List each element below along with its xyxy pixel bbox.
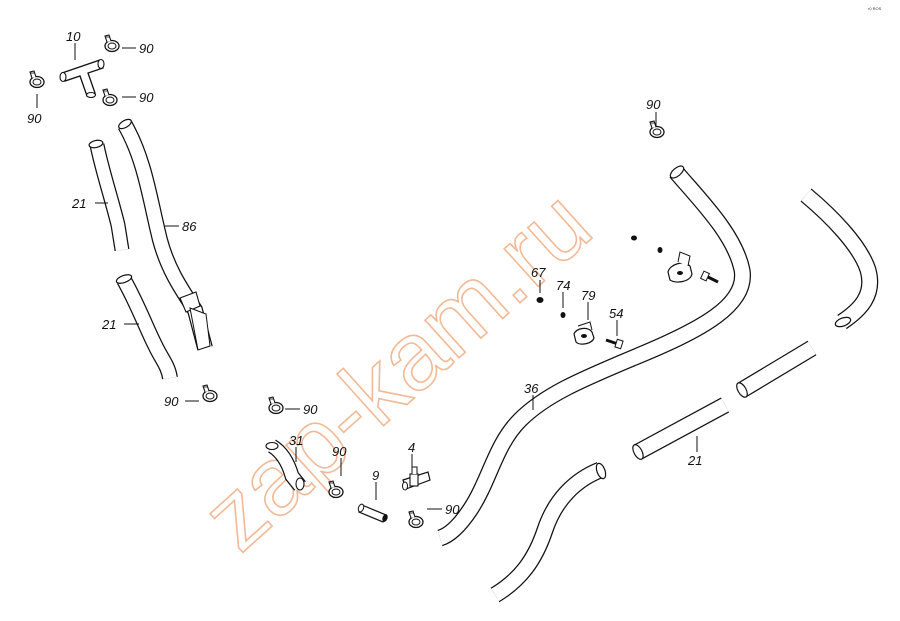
nut-67 bbox=[536, 297, 544, 303]
hose-36 bbox=[436, 165, 751, 547]
callout-90: 90 bbox=[139, 90, 154, 105]
callout-90: 90 bbox=[164, 394, 179, 409]
bracket-79 bbox=[573, 321, 595, 345]
bolt-upper bbox=[699, 270, 719, 284]
callout-54: 54 bbox=[609, 306, 623, 321]
washer-upper-b bbox=[657, 247, 663, 253]
callout-67: 67 bbox=[531, 265, 546, 280]
washer-74 bbox=[560, 312, 566, 318]
callout-90: 90 bbox=[303, 402, 318, 417]
hose-21-upper-left bbox=[88, 139, 130, 252]
hose-21-straight-b bbox=[736, 340, 817, 398]
callout-31: 31 bbox=[289, 433, 303, 448]
callout-90: 90 bbox=[646, 97, 661, 112]
callout-86: 86 bbox=[182, 219, 197, 234]
corner-mark: r0 ROS bbox=[868, 6, 882, 11]
callout-4: 4 bbox=[408, 440, 415, 455]
clamp-90-a bbox=[29, 70, 45, 89]
tube-9 bbox=[357, 503, 388, 523]
bracket-upper bbox=[667, 251, 693, 283]
clamp-90-c bbox=[102, 88, 118, 107]
valve-4 bbox=[402, 466, 431, 491]
hose-86 bbox=[117, 118, 213, 351]
callout-90: 90 bbox=[332, 444, 347, 459]
hose-21-bottom bbox=[490, 462, 607, 603]
hose-21-lower-left bbox=[115, 274, 178, 380]
callout-21: 21 bbox=[101, 317, 116, 332]
callout-labels: 10 90 90 90 21 86 21 90 90 31 90 9 4 90 … bbox=[27, 29, 702, 517]
callout-9: 9 bbox=[372, 468, 379, 483]
clamp-90-d bbox=[202, 384, 218, 403]
callout-10: 10 bbox=[66, 29, 81, 44]
callout-90: 90 bbox=[27, 111, 42, 126]
elbow-hose-31 bbox=[265, 439, 306, 491]
callout-74: 74 bbox=[556, 278, 570, 293]
callout-90: 90 bbox=[445, 502, 460, 517]
clamp-90-b bbox=[104, 34, 120, 53]
nut-upper-a bbox=[631, 235, 637, 241]
bolt-54 bbox=[605, 338, 624, 350]
callout-90: 90 bbox=[139, 41, 154, 56]
callout-21: 21 bbox=[71, 196, 86, 211]
callout-79: 79 bbox=[581, 288, 595, 303]
clamp-90-e bbox=[268, 396, 284, 415]
callout-36: 36 bbox=[524, 381, 539, 396]
tee-fitting-10 bbox=[59, 58, 105, 99]
hose-right-curved bbox=[800, 188, 879, 330]
hose-21-straight-a bbox=[632, 397, 730, 460]
leader-lines bbox=[36, 43, 698, 510]
clamp-90-g bbox=[408, 510, 424, 529]
callout-21: 21 bbox=[687, 453, 702, 468]
clamp-90-h bbox=[649, 120, 665, 139]
